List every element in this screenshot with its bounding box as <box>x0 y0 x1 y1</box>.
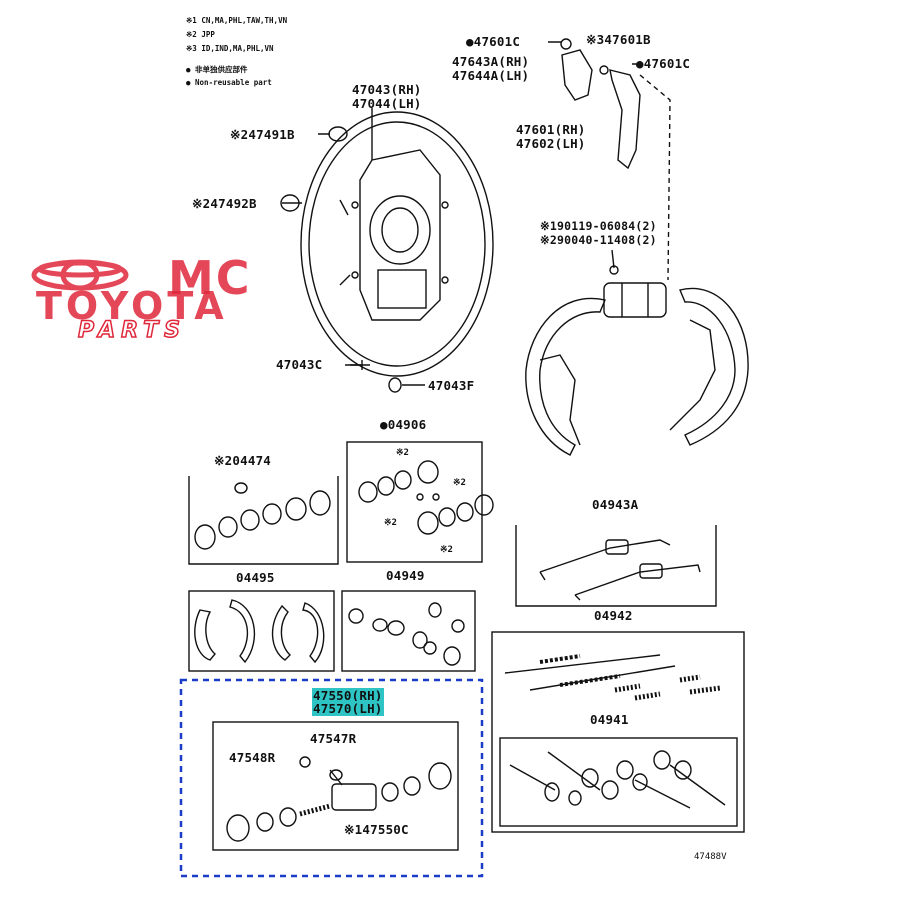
box-04495 <box>188 590 335 672</box>
kit-04943A-parts <box>539 539 701 601</box>
part-label-47043F[interactable]: 47043F <box>428 378 475 393</box>
highlighted-part-47570: 47570(LH) <box>312 701 384 716</box>
part-label-47547R[interactable]: 47547R <box>310 731 357 746</box>
part-label-47570[interactable]: 47570(LH) <box>312 701 384 716</box>
part-label-47043[interactable]: 47043(RH) <box>352 82 422 97</box>
legend-note-1: ※1 CN,MA,PHL,TAW,TH,VN <box>186 16 288 25</box>
selected-assembly-frame <box>179 678 484 878</box>
kit-04949-parts <box>348 602 465 666</box>
part-label-47044[interactable]: 47044(LH) <box>352 96 422 111</box>
note-mark-x2-c: ※2 <box>384 518 397 528</box>
part-label-04495[interactable]: 04495 <box>236 570 275 585</box>
note-mark-x2-a: ※2 <box>396 448 409 458</box>
legend-note-4: ● 非单独供应部件 <box>186 65 248 74</box>
note-mark-x2-d: ※2 <box>440 545 453 555</box>
part-label-47491B[interactable]: ※247491B <box>230 127 295 142</box>
part-label-47492B[interactable]: ※247492B <box>192 196 257 211</box>
part-label-04942[interactable]: 04942 <box>594 608 633 623</box>
watermark-toyota: TOYOTA <box>36 284 228 328</box>
box-04941 <box>499 737 738 827</box>
figure-code: 47488V <box>694 852 727 862</box>
part-label-90119[interactable]: ※190119-06084(2) <box>540 219 657 233</box>
part-label-47550C[interactable]: ※147550C <box>344 822 409 837</box>
part-label-04941[interactable]: 04941 <box>590 712 629 727</box>
legend-note-3: ※3 ID,IND,MA,PHL,VN <box>186 44 274 53</box>
part-label-04906[interactable]: ●04906 <box>380 417 427 432</box>
part-label-47644A[interactable]: 47644A(LH) <box>452 68 530 83</box>
part-label-47043C[interactable]: 47043C <box>276 357 323 372</box>
part-label-47601B[interactable]: ※347601B <box>586 32 651 47</box>
part-label-47601[interactable]: 47601(RH) <box>516 122 586 137</box>
legend-note-2: ※2 JPP <box>186 30 215 39</box>
part-label-90040[interactable]: ※290040-11408(2) <box>540 233 657 247</box>
box-04949 <box>341 590 476 672</box>
kit-04941-parts <box>509 750 726 809</box>
kit-04474-parts <box>194 482 331 550</box>
highlighted-part-47550: 47550(RH) <box>312 688 384 703</box>
box-04474 <box>188 476 339 565</box>
brake-shoes-drawing <box>525 282 749 456</box>
wheel-cylinder-on-shoe-drawing <box>603 282 667 318</box>
part-label-04474[interactable]: ※204474 <box>214 453 272 468</box>
legend-note-5: ● Non-reusable part <box>186 78 272 87</box>
toyota-logo-icon <box>31 259 129 291</box>
box-04906 <box>346 441 483 563</box>
part-label-47548R[interactable]: 47548R <box>229 750 276 765</box>
backing-plate-drawing <box>300 111 494 377</box>
watermark-mc: MC <box>168 251 252 305</box>
watermark-parts: PARTS <box>77 317 186 344</box>
box-47547R <box>212 721 459 851</box>
kit-04942-parts <box>504 654 721 701</box>
part-label-47643A[interactable]: 47643A(RH) <box>452 54 530 69</box>
part-label-47550[interactable]: 47550(RH) <box>312 688 384 703</box>
box-04942 <box>491 631 745 833</box>
part-label-47601C-top[interactable]: ●47601C <box>466 34 521 49</box>
kit-04906-parts <box>358 460 494 535</box>
nut-drawing <box>388 377 402 393</box>
part-label-04949[interactable]: 04949 <box>386 568 425 583</box>
wheel-cylinder-kit-parts <box>226 756 452 842</box>
part-label-04943A[interactable]: 04943A <box>592 497 639 512</box>
kit-04495-parts <box>194 599 325 664</box>
note-mark-x2-b: ※2 <box>453 478 466 488</box>
box-04943A <box>515 525 717 607</box>
part-label-47601C-right[interactable]: ●47601C <box>636 56 691 71</box>
parking-lever-drawing <box>548 38 671 281</box>
part-label-47602[interactable]: 47602(LH) <box>516 136 586 151</box>
